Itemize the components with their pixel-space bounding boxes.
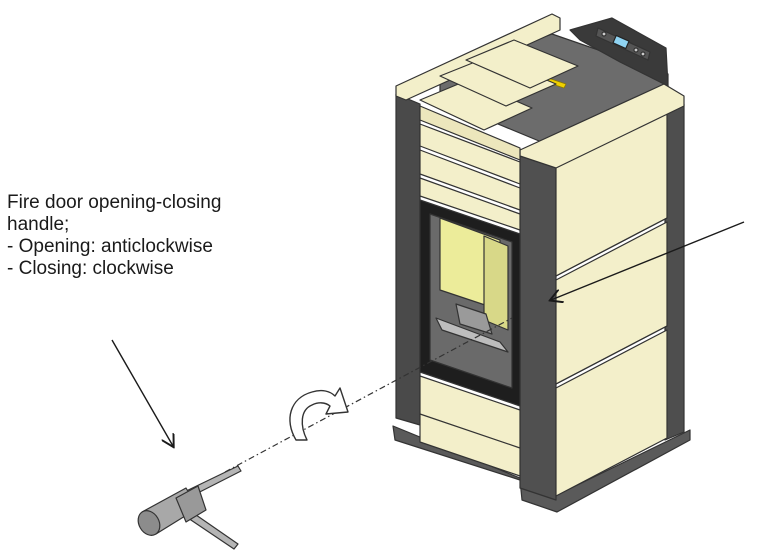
handle-axis-line (224, 317, 513, 473)
caption-line-4: - Closing: clockwise (7, 258, 174, 279)
side-panel-low (555, 329, 668, 497)
top-slat-3 (465, 39, 579, 89)
handle-caption: Fire door opening-closing handle; - Open… (7, 192, 337, 280)
control-screen (612, 34, 630, 50)
lower-front-panel (419, 375, 521, 477)
control-button-2 (633, 47, 639, 53)
pellet-stove (392, 13, 691, 513)
front-louvre-4 (419, 177, 521, 231)
handle-part (137, 465, 242, 550)
front-louvre-2 (419, 123, 521, 185)
control-button-1 (601, 31, 607, 37)
caption-line-2: handle; (7, 214, 70, 235)
panel-joint-2 (555, 325, 668, 385)
pointer-arrow-handle (111, 339, 173, 446)
front-louvre-3 (419, 149, 521, 211)
firebox-brazier (455, 303, 493, 335)
top-slat-1 (419, 79, 533, 131)
firebox-floor (435, 317, 509, 353)
pointer-arrow-door (551, 221, 745, 300)
control-button-3 (640, 51, 646, 57)
lower-front-edge (419, 413, 521, 449)
rotation-arrow-icon (289, 387, 349, 441)
left-frame (395, 93, 421, 426)
front-column (519, 149, 557, 501)
firebox-side (483, 235, 509, 331)
panel-joint-1 (555, 217, 668, 277)
caption-line-1: Fire door opening-closing (7, 192, 222, 213)
caption-line-3: - Opening: anticlockwise (7, 236, 213, 257)
right-frame (664, 95, 685, 441)
front-louvre-1 (419, 105, 521, 161)
